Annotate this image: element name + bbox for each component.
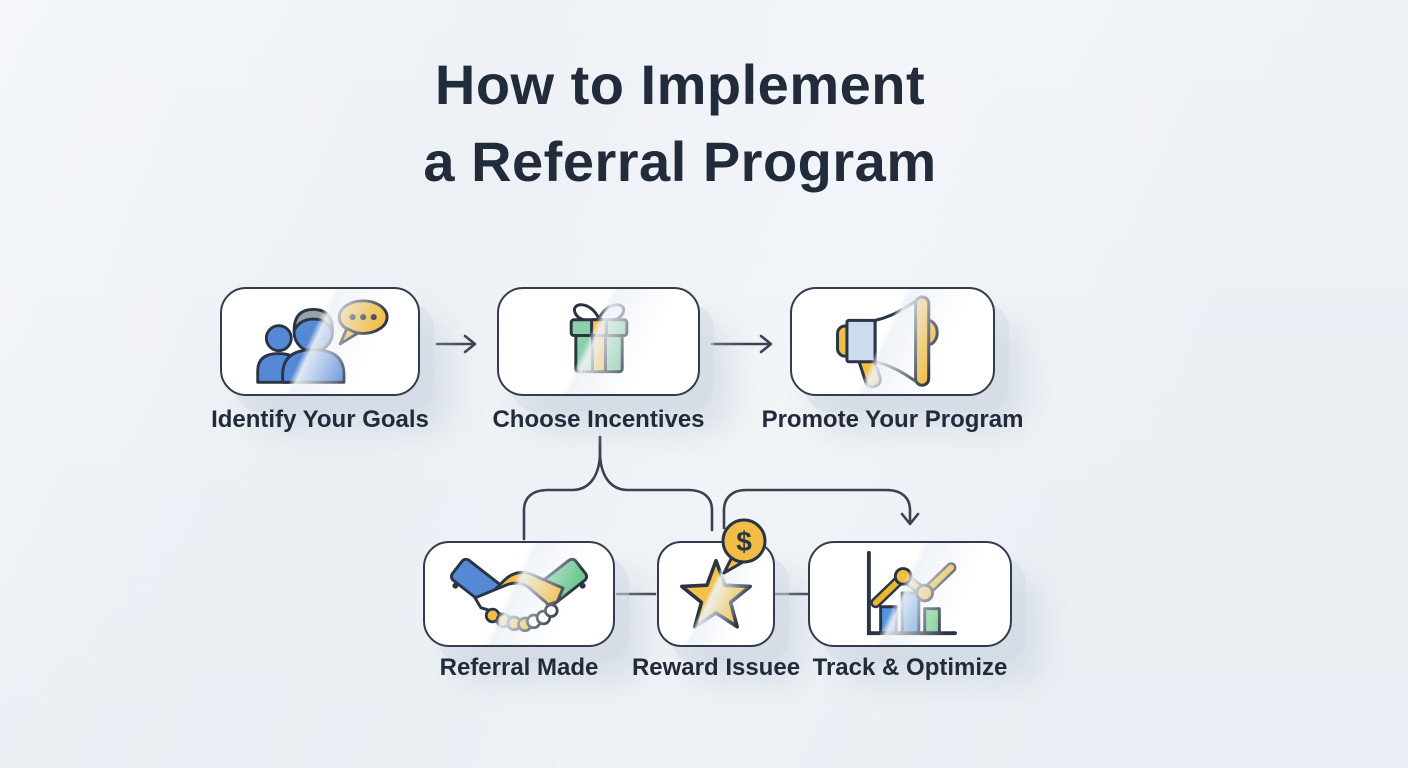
arrow-step2-step3-head bbox=[759, 334, 773, 354]
reward-issued-card bbox=[657, 541, 775, 647]
step-choose-incentives: Choose Incentives bbox=[492, 287, 705, 447]
people-chat-icon bbox=[256, 298, 389, 384]
branch-to-referral-made bbox=[522, 435, 602, 541]
identify-goals-label: Identify Your Goals bbox=[211, 406, 429, 433]
referral-made-label: Referral Made bbox=[439, 654, 599, 681]
track-optimize-card bbox=[808, 541, 1012, 647]
step-identify-goals: Identify Your Goals bbox=[211, 287, 429, 447]
dollar-badge-icon: $ bbox=[721, 518, 767, 575]
referral-made-card bbox=[423, 541, 615, 647]
page-title: How to Implement a Referral Program bbox=[0, 46, 1360, 200]
step-promote-program: Promote Your Program bbox=[762, 287, 1023, 447]
choose-incentives-label: Choose Incentives bbox=[492, 406, 705, 433]
megaphone-icon bbox=[835, 294, 939, 388]
step-referral-made: Referral Made bbox=[423, 541, 615, 701]
page-title-line2: a Referral Program bbox=[423, 130, 937, 193]
bar-chart-icon bbox=[866, 550, 957, 636]
choose-incentives-card bbox=[497, 287, 700, 396]
step-reward-issued: $ Reward Issuee bbox=[632, 518, 800, 701]
step-track-optimize: Track & Optimize bbox=[808, 541, 1012, 701]
track-optimize-label: Track & Optimize bbox=[812, 654, 1008, 681]
branch-to-reward bbox=[598, 435, 714, 532]
arrow-step1-step2-head bbox=[463, 334, 477, 354]
dollar-badge-text: $ bbox=[736, 526, 752, 557]
handshake-icon bbox=[449, 557, 589, 633]
page-title-line1: How to Implement bbox=[434, 53, 926, 116]
promote-program-label: Promote Your Program bbox=[761, 406, 1024, 433]
promote-program-card bbox=[790, 287, 995, 396]
gift-icon bbox=[569, 302, 628, 373]
star-dollar-icon bbox=[680, 558, 752, 629]
reward-issued-label: Reward Issuee bbox=[631, 654, 801, 681]
branch-to-track-head bbox=[900, 512, 920, 526]
identify-goals-card bbox=[220, 287, 420, 396]
